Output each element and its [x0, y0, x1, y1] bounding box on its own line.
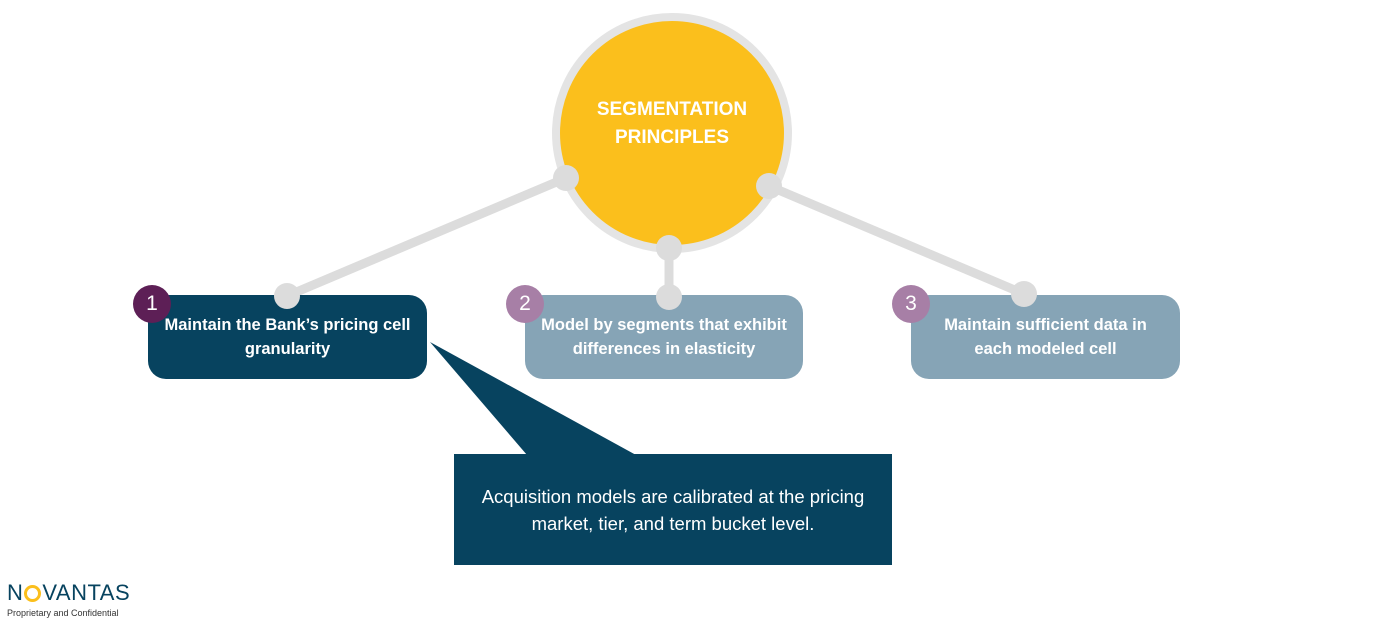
logo-letters-vantas: VANTAS — [42, 580, 131, 605]
number-badge-2: 2 — [506, 285, 544, 323]
callout-box: Acquisition models are calibrated at the… — [454, 454, 892, 565]
connector-node-hub-left — [553, 165, 579, 191]
principle-text-2: Model by segments that exhibit differenc… — [541, 315, 787, 359]
logo-letter-n: N — [7, 580, 24, 605]
connector-node-box-2 — [656, 284, 682, 310]
novantas-logo: N O VANTAS Proprietary and Confidential — [7, 580, 130, 618]
callout-text: Acquisition models are calibrated at the… — [481, 485, 865, 534]
number-badge-3: 3 — [892, 285, 930, 323]
connector-line-3 — [767, 181, 1026, 299]
hub-title: SEGMENTATION PRINCIPLES — [596, 99, 748, 148]
connector-node-box-1 — [274, 283, 300, 309]
connector-line-1 — [285, 173, 568, 301]
principle-box-1: Maintain the Bank’s pricing cell granula… — [148, 295, 427, 379]
connector-node-box-3 — [1011, 281, 1037, 307]
logo-wordmark: N O VANTAS — [7, 580, 130, 606]
principle-box-3: Maintain sufficient data in each modeled… — [911, 295, 1180, 379]
logo-o-ring-icon: O — [24, 584, 42, 602]
principle-text-1: Maintain the Bank’s pricing cell granula… — [164, 315, 411, 359]
principle-text-3: Maintain sufficient data in each modeled… — [944, 315, 1147, 359]
number-badge-1: 1 — [133, 285, 171, 323]
connector-node-hub-right — [756, 173, 782, 199]
confidentiality-footer: Proprietary and Confidential — [7, 608, 119, 618]
hub-circle: SEGMENTATION PRINCIPLES — [552, 13, 792, 253]
connector-node-hub-bottom — [656, 235, 682, 261]
